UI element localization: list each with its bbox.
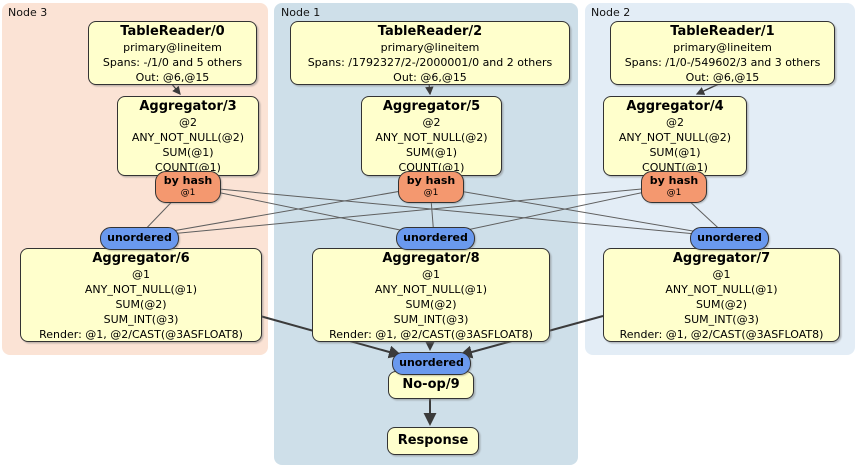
unordered-sync-node3: unordered	[100, 227, 179, 250]
node-title: Aggregator/6	[92, 251, 190, 266]
node-detail: Out: @6,@15	[135, 71, 210, 84]
node-noop-9: No-op/9	[388, 371, 474, 399]
node-title: Aggregator/5	[382, 99, 481, 114]
node-detail: SUM(@1)	[649, 146, 701, 159]
node-detail: SUM(@2)	[115, 298, 167, 311]
node-aggregator-4: Aggregator/4 @2 ANY_NOT_NULL(@2) SUM(@1)…	[603, 96, 747, 176]
by-hash-router-node1: by hash @1	[398, 171, 464, 203]
node-detail: @1	[712, 268, 731, 281]
node-detail: SUM(@1)	[405, 146, 458, 159]
node-title: Response	[397, 433, 469, 448]
node-aggregator-8: Aggregator/8 @1 ANY_NOT_NULL(@1) SUM(@2)…	[312, 248, 550, 342]
router-label: by hash	[406, 174, 456, 187]
node-detail: SUM_INT(@3)	[393, 313, 469, 326]
edge	[137, 185, 674, 238]
region-node-1-label: Node 1	[281, 6, 321, 19]
node-detail: Spans: -/1/0 and 5 others	[102, 56, 243, 69]
node-detail: COUNT(@1)	[398, 161, 465, 174]
edge	[137, 185, 431, 238]
edge	[429, 185, 729, 238]
node-detail: Out: @6,@15	[393, 71, 467, 84]
node-aggregator-6: Aggregator/6 @1 ANY_NOT_NULL(@1) SUM(@2)…	[20, 248, 262, 342]
node-aggregator-3: Aggregator/3 @2 ANY_NOT_NULL(@2) SUM(@1)…	[117, 96, 259, 176]
node-detail: SUM_INT(@3)	[684, 313, 759, 326]
node-detail: ANY_NOT_NULL(@1)	[374, 283, 488, 296]
node-title: Aggregator/7	[672, 251, 771, 266]
node-detail: SUM_INT(@3)	[103, 313, 179, 326]
node-title: TableReader/2	[377, 24, 483, 39]
node-detail: primary@lineitem	[673, 41, 772, 54]
node-tablereader-2: TableReader/2 primary@lineitem Spans: /1…	[290, 21, 570, 85]
node-detail: @1	[422, 268, 440, 281]
node-tablereader-1: TableReader/1 primary@lineitem Spans: /1…	[610, 21, 835, 85]
router-key: @1	[666, 188, 682, 198]
unordered-sync-node1: unordered	[396, 227, 475, 250]
node-detail: primary@lineitem	[380, 41, 480, 54]
edge	[186, 185, 435, 238]
node-title: Aggregator/3	[139, 99, 237, 114]
node-detail: @2	[422, 116, 441, 129]
router-label: by hash	[649, 174, 699, 187]
node-detail: COUNT(@1)	[642, 161, 708, 174]
node-detail: ANY_NOT_NULL(@1)	[665, 283, 778, 296]
node-title: TableReader/0	[120, 24, 225, 39]
node-detail: ANY_NOT_NULL(@2)	[375, 131, 488, 144]
edge	[186, 185, 729, 238]
unordered-sync-final: unordered	[392, 352, 471, 375]
node-detail: Spans: /1/0-/549602/3 and 3 others	[624, 56, 821, 69]
node-detail: @1	[132, 268, 150, 281]
node-detail: SUM(@2)	[405, 298, 457, 311]
node-title: No-op/9	[402, 377, 460, 392]
node-detail: Spans: /1792327/2-/2000001/0 and 2 other…	[307, 56, 553, 69]
node-title: Aggregator/4	[626, 99, 724, 114]
node-aggregator-5: Aggregator/5 @2 ANY_NOT_NULL(@2) SUM(@1)…	[361, 96, 502, 176]
node-tablereader-0: TableReader/0 primary@lineitem Spans: -/…	[88, 21, 257, 85]
by-hash-router-node3: by hash @1	[155, 171, 221, 203]
node-response: Response	[387, 427, 479, 455]
node-title: Aggregator/8	[382, 251, 480, 266]
node-detail: ANY_NOT_NULL(@2)	[618, 131, 732, 144]
unordered-sync-node2: unordered	[690, 227, 769, 250]
node-detail: COUNT(@1)	[155, 161, 221, 174]
region-node-3-label: Node 3	[8, 6, 48, 19]
router-key: @1	[180, 188, 196, 198]
node-detail: Render: @1, @2/CAST(@3ASFLOAT8)	[619, 328, 824, 341]
node-detail: Render: @1, @2/CAST(@3ASFLOAT8)	[39, 328, 243, 341]
region-node-2-label: Node 2	[591, 6, 631, 19]
node-detail: @2	[179, 116, 197, 129]
node-detail: @2	[666, 116, 684, 129]
node-detail: Render: @1, @2/CAST(@3ASFLOAT8)	[329, 328, 533, 341]
node-detail: SUM(@1)	[162, 146, 214, 159]
node-aggregator-7: Aggregator/7 @1 ANY_NOT_NULL(@1) SUM(@2)…	[603, 248, 840, 342]
node-detail: Out: @6,@15	[685, 71, 760, 84]
by-hash-router-node2: by hash @1	[641, 171, 707, 203]
node-detail: ANY_NOT_NULL(@2)	[131, 131, 245, 144]
node-title: TableReader/1	[670, 24, 775, 39]
node-detail: SUM(@2)	[695, 298, 748, 311]
node-detail: ANY_NOT_NULL(@1)	[84, 283, 198, 296]
node-detail: primary@lineitem	[123, 41, 222, 54]
router-key: @1	[423, 188, 439, 198]
edge	[433, 185, 674, 238]
router-label: by hash	[163, 174, 213, 187]
